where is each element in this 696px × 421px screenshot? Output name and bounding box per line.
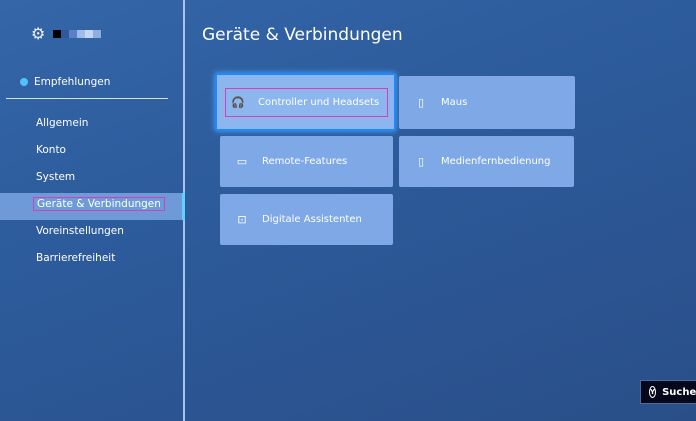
tile-controllers-headsets[interactable]: 🎧 Controller und Headsets	[215, 73, 396, 131]
tile-label: Remote-Features	[262, 156, 348, 167]
tile-remote-features[interactable]: ▭ Remote-Features	[220, 136, 393, 187]
sidebar-item-general[interactable]: Allgemein	[0, 112, 183, 139]
tile-label: Controller und Headsets	[258, 96, 380, 108]
controller-headset-icon: 🎧	[231, 95, 245, 109]
y-button-icon: Y	[649, 386, 657, 398]
recommendations-item[interactable]: Empfehlungen	[20, 76, 110, 88]
sidebar-item-accessibility[interactable]: Barrierefreiheit	[0, 247, 183, 274]
sidebar-item-account[interactable]: Konto	[0, 139, 183, 166]
mouse-icon: ▯	[417, 96, 425, 109]
label: System	[36, 171, 76, 183]
tile-label: Maus	[441, 97, 468, 108]
sidebar-item-devices[interactable]: Geräte & Verbindungen	[0, 193, 185, 220]
recommendations-label: Empfehlungen	[34, 76, 111, 88]
divider	[6, 98, 168, 99]
blurred-gamertag	[53, 29, 102, 38]
search-button[interactable]: Y Suchen	[640, 380, 696, 404]
remote-icon: ▯	[417, 155, 425, 168]
sidebar-item-preferences[interactable]: Voreinstellungen	[0, 220, 183, 247]
search-label: Suchen	[662, 386, 696, 398]
label: Voreinstellungen	[36, 225, 124, 237]
label: Allgemein	[36, 117, 89, 129]
sidebar: ⚙ Empfehlungen Allgemein Konto System Ge…	[0, 0, 185, 421]
gear-icon: ⚙	[31, 24, 46, 43]
tile-digital-assistants[interactable]: ⊡ Digitale Assistenten	[220, 194, 393, 245]
tile-mouse[interactable]: ▯ Maus	[399, 76, 575, 129]
page-title: Geräte & Verbindungen	[202, 25, 403, 45]
settings-nav: Allgemein Konto System Geräte & Verbindu…	[0, 112, 185, 274]
tile-media-remote[interactable]: ▯ Medienfernbedienung	[399, 136, 574, 187]
phone-icon: ▭	[236, 155, 248, 168]
profile[interactable]: ⚙	[31, 24, 102, 43]
sidebar-item-system[interactable]: System	[0, 166, 183, 193]
label: Konto	[36, 144, 66, 156]
label: Geräte & Verbindungen	[33, 197, 165, 211]
tile-label: Digitale Assistenten	[262, 214, 362, 225]
assistant-icon: ⊡	[237, 213, 247, 226]
label: Barrierefreiheit	[36, 252, 116, 264]
dot-icon	[20, 78, 28, 86]
tile-label: Medienfernbedienung	[441, 156, 551, 167]
